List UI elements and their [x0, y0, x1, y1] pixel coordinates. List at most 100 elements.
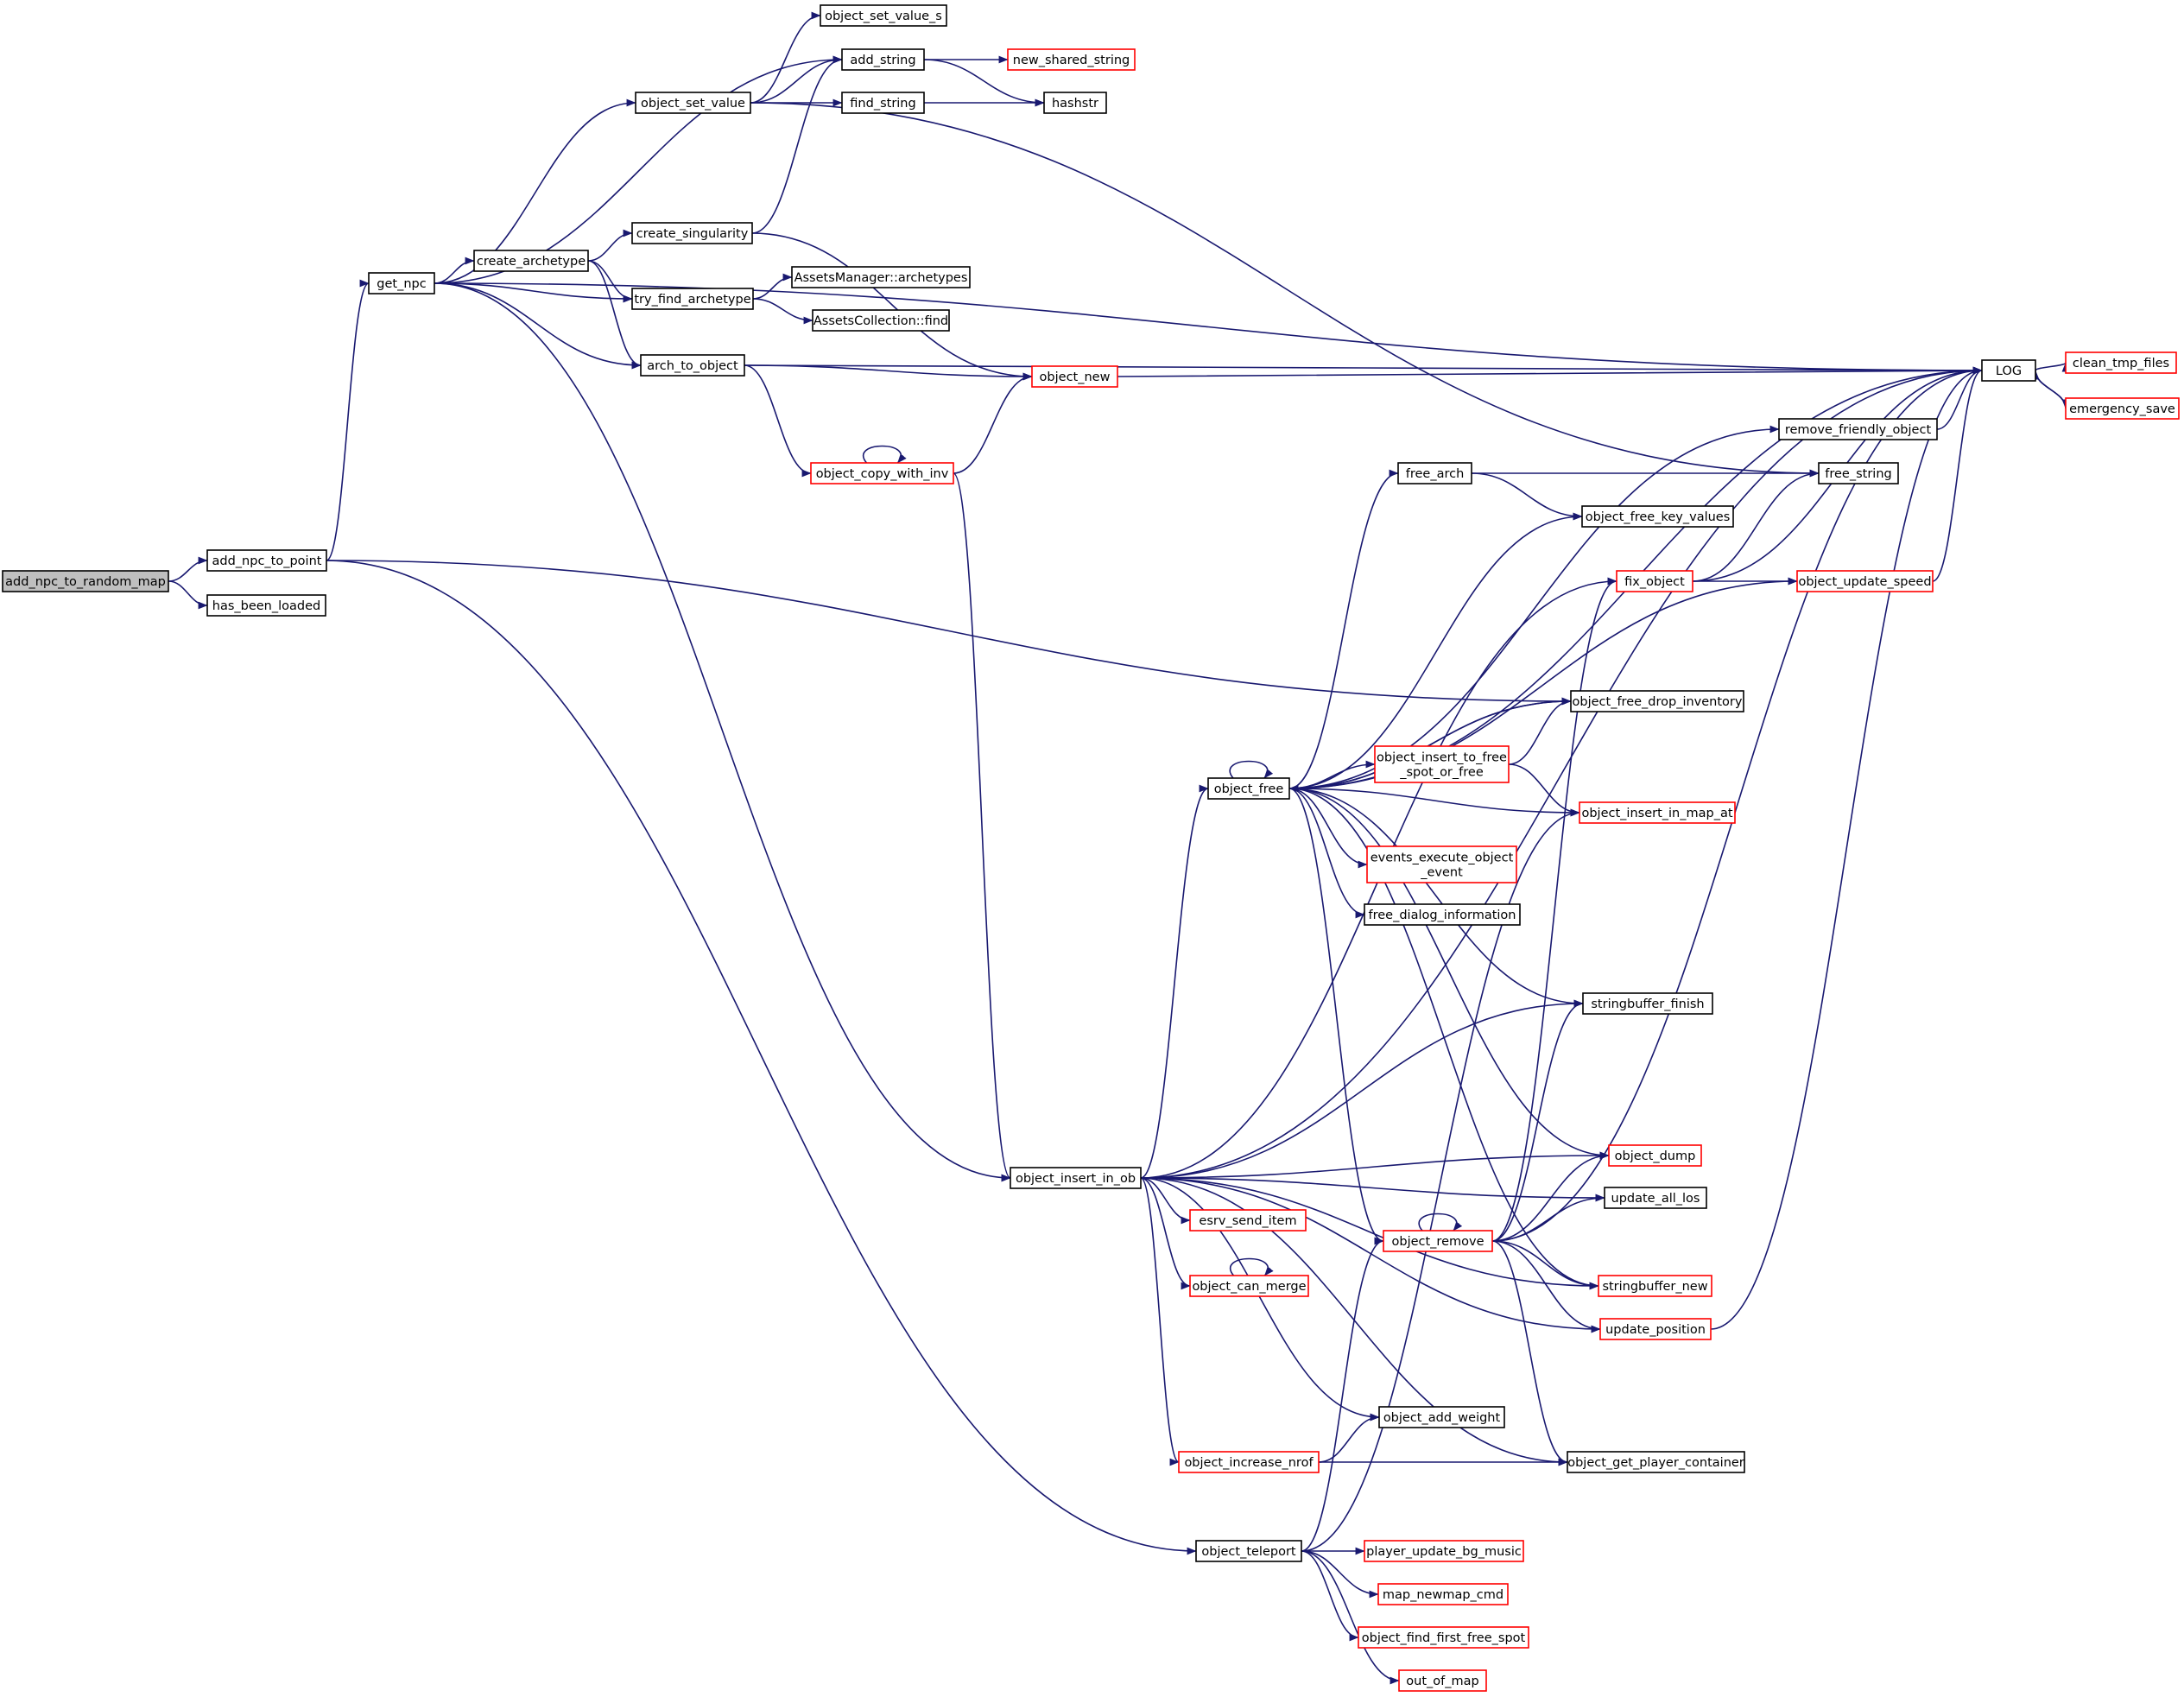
node-box [1010, 1167, 1142, 1189]
edge-object_free-to-object_dump [1288, 788, 1610, 1160]
node-assets-archetypes[interactable]: AssetsManager::archetypes [791, 266, 971, 288]
node-free-string[interactable]: free_string [1818, 462, 1899, 484]
node-box [2, 570, 169, 592]
edge-object_free-to-free_dialog_information [1288, 788, 1365, 919]
node-object-get-player-container[interactable]: object_get_player_container [1567, 1451, 1745, 1473]
node-label: free_arch [1406, 467, 1465, 481]
node-update-position[interactable]: update_position [1599, 1318, 1712, 1340]
node-out-of-map[interactable]: out_of_map [1398, 1669, 1487, 1692]
node-stringbuffer-finish[interactable]: stringbuffer_finish [1582, 992, 1713, 1015]
edge-arch_to_object-to-object_copy_with_inv [744, 364, 812, 478]
edge-object_teleport-to-object_insert_in_map_at [1301, 808, 1580, 1552]
edge-object_insert_in_ob-to-update_position [1140, 1177, 1601, 1333]
node-stringbuffer-new[interactable]: stringbuffer_new [1598, 1275, 1712, 1297]
node-box [631, 222, 753, 244]
node-box [206, 594, 326, 617]
node-box [1189, 1275, 1309, 1297]
node-has-been-loaded[interactable]: has_been_loaded [206, 594, 326, 617]
node-label: has_been_loaded [212, 599, 320, 613]
node-create-archetype[interactable]: create_archetype [473, 250, 589, 272]
node-box [1178, 1451, 1320, 1473]
edge-object_insert_in_ob-to-object_dump [1140, 1151, 1610, 1179]
node-clean-tmp-files[interactable]: clean_tmp_files [2065, 351, 2177, 374]
node-LOG[interactable]: LOG [1981, 359, 2036, 382]
node-hashstr[interactable]: hashstr [1043, 92, 1107, 114]
node-object-find-first-free-spot[interactable]: object_find_first_free_spot [1358, 1626, 1529, 1649]
node-find-string[interactable]: find_string [841, 92, 925, 114]
node-box [841, 92, 925, 114]
node-emergency-save[interactable]: emergency_save [2065, 397, 2180, 420]
node-object-free-key-values[interactable]: object_free_key_values [1581, 505, 1734, 528]
node-label: object_set_value_s [825, 9, 942, 23]
node-label: remove_friendly_object [1785, 423, 1932, 437]
node-box [1579, 801, 1736, 824]
node-box [820, 4, 947, 27]
node-try-find-archetype[interactable]: try_find_archetype [631, 288, 754, 310]
edge-object_remove-to-object_dump [1491, 1151, 1610, 1242]
node-free-arch[interactable]: free_arch [1397, 462, 1472, 484]
node-object-new[interactable]: object_new [1031, 365, 1118, 388]
node-object-dump[interactable]: object_dump [1608, 1144, 1702, 1167]
node-box [810, 462, 954, 484]
node-object-insert-in-map-at[interactable]: object_insert_in_map_at [1579, 801, 1736, 824]
node-object-free-drop-inventory[interactable]: object_free_drop_inventory [1570, 690, 1744, 712]
node-object-set-value[interactable]: object_set_value [635, 92, 751, 114]
node-arch-to-object[interactable]: arch_to_object [640, 354, 745, 377]
node-box [1582, 992, 1713, 1015]
node-label: object_copy_with_inv [816, 467, 949, 481]
node-remove-friendly-object[interactable]: remove_friendly_object [1778, 418, 1938, 440]
edge-object_insert_in_ob-to-update_all_los [1140, 1177, 1605, 1202]
node-label: object_teleport [1201, 1545, 1296, 1559]
node-object-add-weight[interactable]: object_add_weight [1378, 1406, 1505, 1428]
node-box [1189, 1209, 1307, 1232]
node-new-shared-string[interactable]: new_shared_string [1007, 48, 1136, 71]
node-label: AssetsManager::archetypes [794, 271, 968, 285]
node-box [1358, 1626, 1529, 1649]
node-map-newmap-cmd[interactable]: map_newmap_cmd [1377, 1583, 1509, 1605]
node-box [1007, 48, 1136, 71]
node-assets-find[interactable]: AssetsCollection::find [812, 309, 950, 332]
node-box [1570, 690, 1744, 712]
edge-object_insert_in_ob-to-object_free [1140, 784, 1209, 1179]
edge-object_free-to-object_remove [1288, 788, 1384, 1245]
node-box [631, 288, 754, 310]
node-player-update-bg-music[interactable]: player_update_bg_music [1364, 1540, 1524, 1562]
node-object-set-value-s[interactable]: object_set_value_s [820, 4, 947, 27]
node-label: object_insert_to_free [1377, 751, 1507, 765]
node-label: free_dialog_information [1369, 909, 1516, 922]
node-update-all-los[interactable]: update_all_los [1604, 1187, 1707, 1209]
node-get-npc[interactable]: get_npc [368, 272, 435, 294]
edge-fix_object-to-free_string [1692, 469, 1820, 582]
node-add-npc-to-point[interactable]: add_npc_to_point [206, 549, 327, 572]
node-esrv-send-item[interactable]: esrv_send_item [1189, 1209, 1307, 1232]
edge-object_insert_in_ob-to-stringbuffer_new [1140, 1177, 1599, 1290]
node-add-string[interactable]: add_string [841, 48, 925, 71]
edge-object_free-to-free_arch [1288, 469, 1399, 789]
node-object-remove[interactable]: object_remove [1383, 1230, 1493, 1252]
node-object-teleport[interactable]: object_teleport [1195, 1540, 1302, 1562]
node-create-singularity[interactable]: create_singularity [631, 222, 753, 244]
node-label: add_string [850, 54, 915, 67]
node-object-update-speed[interactable]: object_update_speed [1796, 570, 1934, 592]
node-label: object_can_merge [1192, 1280, 1306, 1294]
node-fix-object[interactable]: fix_object [1616, 570, 1693, 592]
node-object-free[interactable]: object_free [1207, 777, 1290, 800]
edge-object_increase_nrof-to-object_add_weight [1318, 1413, 1380, 1463]
node-object-increase-nrof[interactable]: object_increase_nrof [1178, 1451, 1320, 1473]
edge-object_free-to-events_execute_object_event [1288, 788, 1368, 869]
node-object-copy-with-inv[interactable]: object_copy_with_inv [810, 462, 954, 484]
node-box [368, 272, 435, 294]
node-label: events_execute_object [1371, 852, 1514, 865]
node-object-can-merge[interactable]: object_can_merge [1189, 1275, 1309, 1297]
edge-create_singularity-to-add_string [751, 55, 843, 234]
node-free-dialog-information[interactable]: free_dialog_information [1364, 903, 1521, 926]
node-object-insert-in-ob[interactable]: object_insert_in_ob [1010, 1167, 1142, 1189]
edge-object_remove-to-update_position [1491, 1240, 1601, 1333]
edge-free_arch-to-object_free_key_values [1471, 472, 1583, 521]
node-object-insert-to-free-spot-or-free[interactable]: object_insert_to_free_spot_or_free [1374, 745, 1510, 783]
node-events-execute-object-event[interactable]: events_execute_object_event [1366, 845, 1517, 883]
edge-create_archetype-to-create_singularity [587, 229, 633, 262]
node-box [1378, 1406, 1505, 1428]
edge-object_new-to-LOG [1117, 366, 1983, 377]
edge-object_remove-to-fix_object [1491, 577, 1617, 1242]
